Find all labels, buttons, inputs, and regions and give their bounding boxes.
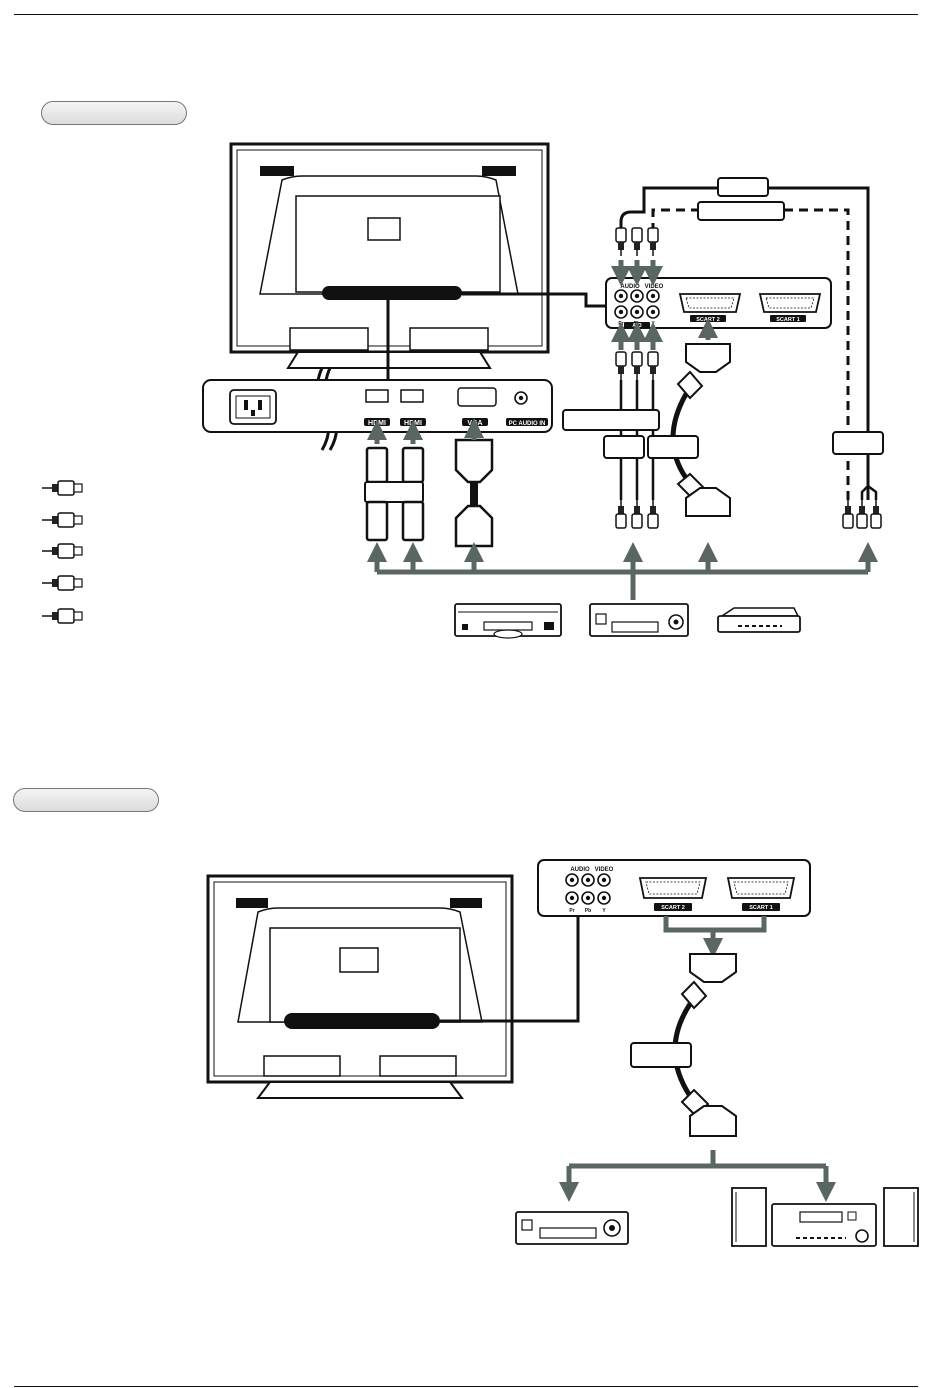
vga-label: VGA [467, 420, 482, 427]
top-rule [14, 14, 918, 15]
pc-audio-jack [514, 391, 528, 405]
cable-tv-to-panel-bottom [440, 916, 580, 1023]
rca-plugs-right [842, 484, 882, 529]
bottom-rule [14, 1386, 918, 1387]
b-scart-2-label: SCART 2 [661, 905, 685, 911]
rca-plugs-top-set [615, 227, 659, 257]
pc-audio-in-label: PC AUDIO IN [509, 421, 546, 427]
scart-1-label: SCART 1 [776, 317, 800, 323]
vga-cable [454, 438, 494, 548]
scart-cable-top [647, 343, 731, 517]
rca-plug-icon [41, 608, 83, 624]
b-av-pr-label: Pr [569, 908, 574, 914]
tv-back-bottom [206, 874, 514, 1099]
component-cable [562, 351, 660, 529]
av-pr-label: Pr [618, 321, 623, 327]
rca-plug-icon [41, 480, 83, 496]
b-av-pb-label: Pb [585, 908, 591, 914]
dvd-player-icon [454, 603, 562, 639]
scart-cable-bottom [630, 953, 737, 1137]
distribution-bus-top [367, 542, 878, 600]
rca-plug-icon [41, 543, 83, 559]
set-top-box-icon [717, 607, 801, 633]
distribution-bus-bottom [559, 1150, 836, 1202]
b-av-y-label: Y [602, 908, 606, 914]
av-group-label: AV3 [632, 323, 642, 329]
section-1-heading-tab [41, 101, 187, 125]
legend [41, 480, 83, 624]
hdmi-2-label: HDMI [404, 420, 422, 427]
audio-cable-loop [619, 177, 884, 500]
section-2-heading-tab [13, 788, 159, 812]
hdmi-1-label: HDMI [368, 420, 386, 427]
hifi-system-icon [731, 1187, 919, 1247]
vcr-icon [515, 1211, 629, 1245]
scart-merge-arrow [663, 916, 767, 958]
b-scart-1-label: SCART 1 [749, 905, 773, 911]
hdmi-cables [364, 446, 425, 542]
side-input-arrows [367, 418, 484, 444]
av-scart-panel-top: AUDIO VIDEO Pr Pb Y AV3 SCART 2 SCART 1 [605, 277, 832, 329]
scart-2-label: SCART 2 [696, 317, 720, 323]
av-audio-label: AUDIO [620, 284, 640, 290]
av-scart-panel-bottom: AUDIO VIDEO Pr Pb Y SCART 2 SCART 1 [537, 859, 811, 917]
rca-plug-icon [41, 575, 83, 591]
b-av-video-label: VIDEO [595, 867, 614, 873]
vcr-icon [589, 603, 689, 637]
input-arrows-into-av [611, 260, 718, 350]
av-video-label: VIDEO [645, 284, 664, 290]
b-av-audio-label: AUDIO [570, 867, 590, 873]
rca-plug-icon [41, 512, 83, 528]
